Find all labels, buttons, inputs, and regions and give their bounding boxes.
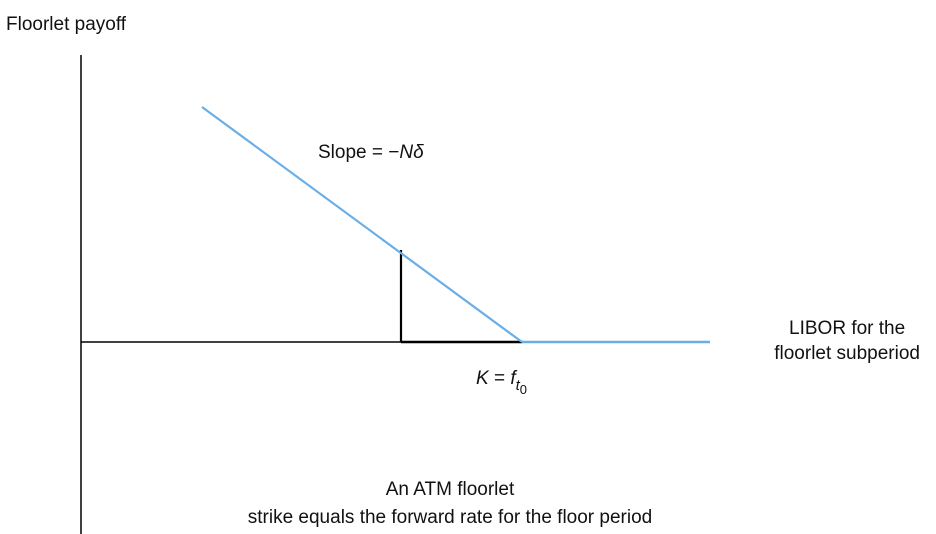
- strike-annotation: K = ft0: [476, 368, 527, 397]
- slope-delta: δ: [413, 142, 424, 163]
- x-axis-label: LIBOR for the floorlet subperiod: [774, 316, 920, 366]
- caption-line1: An ATM floorlet: [385, 479, 515, 500]
- strike-k: K: [476, 368, 489, 389]
- diagram-caption: An ATM floorlet strike equals the forwar…: [0, 476, 900, 532]
- strike-t: t: [515, 377, 520, 394]
- x-axis-label-line2: floorlet subperiod: [774, 343, 920, 364]
- strike-equals: =: [488, 368, 511, 389]
- caption-line2: strike equals the forward rate for the f…: [247, 507, 653, 528]
- x-axis-label-line1: LIBOR for the: [789, 318, 906, 339]
- slope-prefix: Slope = −: [318, 142, 400, 163]
- strike-t-subscript: t0: [515, 377, 528, 397]
- strike-f: f: [510, 368, 516, 389]
- slope-annotation: Slope = −Nδ: [318, 142, 424, 164]
- strike-zero-subscript: 0: [519, 382, 528, 397]
- slope-n: N: [399, 142, 414, 163]
- y-axis-label: Floorlet payoff: [6, 14, 127, 35]
- payoff-line-sloped: [201, 106, 523, 343]
